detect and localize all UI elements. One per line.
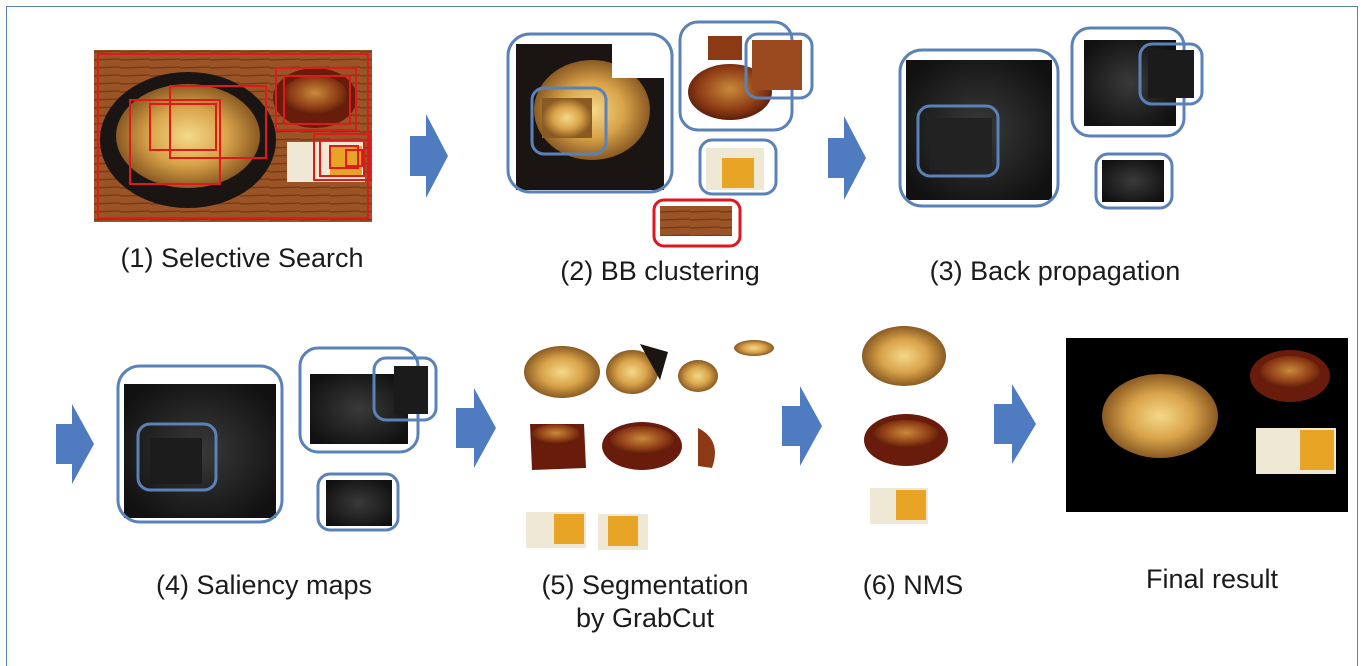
step6-caption: (6) NMS bbox=[862, 570, 964, 600]
flow-arrow-icon bbox=[994, 384, 1036, 464]
step4-maps bbox=[116, 346, 438, 532]
figure-frame bbox=[6, 6, 1358, 666]
flow-arrow-icon bbox=[828, 116, 866, 200]
flow-arrow-icon bbox=[456, 388, 496, 468]
final-caption: Final result bbox=[1145, 564, 1279, 594]
flow-arrow-icon bbox=[782, 386, 822, 466]
step1-proposal-boxes bbox=[97, 53, 371, 219]
step3-maps bbox=[898, 26, 1204, 210]
step2-clusters bbox=[506, 20, 814, 248]
step5-caption-line1: (5) Segmentation bbox=[541, 570, 749, 600]
step4-caption: (4) Saliency maps bbox=[155, 570, 373, 600]
flow-arrow-icon bbox=[56, 404, 94, 484]
step2-caption: (2) BB clustering bbox=[560, 256, 760, 286]
step5-caption-line2: by GrabCut bbox=[575, 603, 715, 633]
step5-caption: (5) Segmentation by GrabCut bbox=[500, 570, 790, 634]
step5-segments bbox=[524, 340, 774, 550]
final-result-image bbox=[1066, 338, 1348, 512]
step6-results bbox=[862, 326, 948, 524]
step3-caption: (3) Back propagation bbox=[929, 256, 1181, 286]
step1-caption: (1) Selective Search bbox=[120, 243, 364, 273]
flow-arrow-icon bbox=[410, 114, 448, 198]
